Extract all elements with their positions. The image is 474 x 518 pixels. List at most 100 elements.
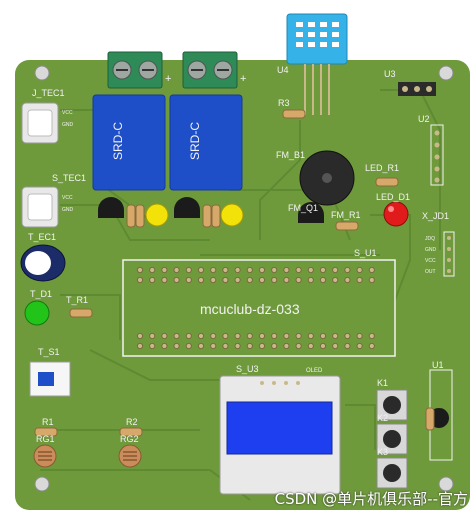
mcu-pin xyxy=(173,332,180,340)
mcu-pin xyxy=(344,266,351,274)
mcu-pin xyxy=(149,276,156,284)
led-yellow-1 xyxy=(145,203,169,227)
mcu-pin xyxy=(185,332,192,340)
mcu-pin xyxy=(283,276,290,284)
mcu-pin xyxy=(197,266,205,274)
mcu-pin xyxy=(295,332,302,340)
mcu-pin xyxy=(258,342,266,350)
label-fm-r1: FM_R1 xyxy=(331,210,361,220)
mcu-pin xyxy=(222,332,229,340)
mcu-pin xyxy=(368,342,375,350)
relay-2-label: SRD-C xyxy=(188,122,202,160)
mcu-pin xyxy=(258,266,266,274)
mcu-pin xyxy=(295,342,302,350)
label-t-d1: T_D1 xyxy=(30,289,52,299)
mcu-pin xyxy=(368,276,375,284)
mcu-pin xyxy=(210,332,217,340)
label-oled: OLED xyxy=(306,368,323,374)
mcu-pin xyxy=(136,342,144,350)
mcu-pin xyxy=(197,332,205,340)
mcu-pin xyxy=(161,266,168,274)
relay-1-label: SRD-C xyxy=(111,122,125,160)
button-k2[interactable] xyxy=(376,423,408,455)
label-rg1: RG1 xyxy=(36,434,55,444)
button-k3[interactable] xyxy=(376,457,408,489)
label-r1: R1 xyxy=(42,417,54,427)
mcu-pin xyxy=(149,266,156,274)
mcu-pin xyxy=(161,332,168,340)
mcu-pin xyxy=(222,342,229,350)
label-rg2: RG2 xyxy=(120,434,139,444)
mcu-pins-top xyxy=(136,266,375,284)
mcu-pin xyxy=(283,342,290,350)
mcu-pin xyxy=(246,276,253,284)
label-fm-q1: FM_Q1 xyxy=(288,203,318,213)
mcu-pin xyxy=(295,276,302,284)
mcu-pin xyxy=(246,266,253,274)
mcu-pin xyxy=(210,342,217,350)
label-vcc-1: VCC xyxy=(62,110,73,116)
mcu-pin xyxy=(271,332,278,340)
mcu-pin xyxy=(319,342,327,350)
mcu-pin xyxy=(307,332,314,340)
terminal-block-2 xyxy=(182,51,238,89)
mcu-pin xyxy=(344,332,351,340)
mcu-pin xyxy=(332,342,339,350)
mcu-pin xyxy=(356,266,363,274)
label-t-s1: T_S1 xyxy=(38,347,60,357)
mcu-pin xyxy=(344,342,351,350)
button-k1[interactable] xyxy=(376,389,408,421)
mcu-pin xyxy=(234,342,241,350)
mcu-pin xyxy=(246,332,253,340)
label-gnd-2: GND xyxy=(62,207,74,213)
mcu-pin xyxy=(307,266,314,274)
mcu-pin xyxy=(368,332,375,340)
mcu-pin xyxy=(332,276,339,284)
label-u2: U2 xyxy=(418,114,430,124)
mcu-pin xyxy=(332,332,339,340)
mcu-pin xyxy=(173,266,180,274)
label-plus-2: + xyxy=(240,73,246,85)
mcu-pin xyxy=(173,342,180,350)
label-fm-b1: FM_B1 xyxy=(276,150,305,160)
mcu-pin xyxy=(283,266,290,274)
mcu-pin xyxy=(197,342,205,350)
mcu-pin xyxy=(356,342,363,350)
label-u4: U4 xyxy=(277,65,289,75)
mcu-pin xyxy=(295,266,302,274)
x-jd1-pin-3: VCC xyxy=(425,258,436,264)
relay-2 xyxy=(169,94,243,191)
mcu-pin xyxy=(271,276,278,284)
label-t-r1: T_R1 xyxy=(66,295,88,305)
mcu-pin xyxy=(319,276,327,284)
mcu-pin xyxy=(332,266,339,274)
mcu-pin xyxy=(161,342,168,350)
mcu-pin xyxy=(319,332,327,340)
mcu-pin xyxy=(283,332,290,340)
label-r2: R2 xyxy=(126,417,138,427)
mcu-pin xyxy=(271,342,278,350)
x-jd1-pin-1: JDQ xyxy=(425,236,435,242)
led-red xyxy=(383,201,409,227)
mcu-pin xyxy=(234,332,241,340)
mcu-pin xyxy=(161,276,168,284)
mcu-pin xyxy=(307,342,314,350)
mcu-pin xyxy=(271,266,278,274)
x-jd1-pin-labels: JDQ GND VCC OUT xyxy=(425,236,437,275)
mcu-pin xyxy=(234,266,241,274)
mcu-pin xyxy=(368,266,375,274)
label-u1: U1 xyxy=(432,360,444,370)
mcu-pins-bottom xyxy=(136,332,375,350)
mcu-pin xyxy=(185,266,192,274)
mcu-pin xyxy=(210,266,217,274)
mcu-pin xyxy=(210,276,217,284)
mcu-pin xyxy=(149,342,156,350)
mcu-pin xyxy=(185,342,192,350)
photoresistor-2 xyxy=(118,444,142,468)
mcu-pin xyxy=(136,266,144,274)
label-t-ec1: T_EC1 xyxy=(28,232,56,242)
label-j-tec1: J_TEC1 xyxy=(32,88,65,98)
mcu-pin xyxy=(356,276,363,284)
mcu-pin xyxy=(344,276,351,284)
mcu-pin xyxy=(136,332,144,340)
